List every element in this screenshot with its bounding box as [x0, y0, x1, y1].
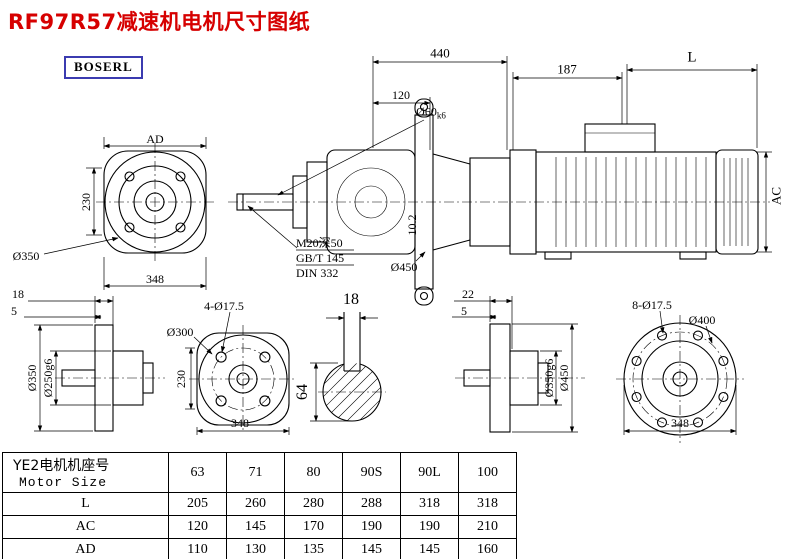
- keyway-lines: [343, 312, 361, 372]
- dim-120-label: 120: [392, 88, 410, 102]
- v3-key-width-label: 18: [343, 291, 359, 308]
- thread-note-2: GB/T 145: [296, 251, 345, 265]
- brand-logo: BOSERL: [64, 56, 143, 79]
- dim-l-label: L: [687, 49, 697, 66]
- col-header: 90L: [400, 452, 459, 493]
- table-cell: 130: [226, 538, 285, 559]
- dim-440-label: 440: [430, 45, 450, 61]
- front-dim-230-label: 230: [79, 193, 93, 211]
- table-cell: 190: [342, 515, 401, 539]
- row-label: AD: [2, 538, 169, 559]
- v1-spigot-dia-label: Ø250g6: [41, 358, 55, 398]
- table-cell: 210: [458, 515, 517, 539]
- shaft-dia-label: Ø60k6: [416, 105, 446, 120]
- v2-holes-label: 4-Ø17.5: [204, 299, 244, 313]
- technical-drawing: [24, 56, 772, 443]
- main-flange-dia-label: Ø450: [390, 260, 418, 274]
- table-header-motor-size: YE2电机机座号 Motor Size: [2, 452, 169, 493]
- thread-note-1: M20深50: [296, 236, 343, 250]
- table-cell: 205: [168, 492, 227, 516]
- dim-187-label: 187: [557, 61, 577, 77]
- v1-flange-dia-label: Ø350: [25, 364, 39, 392]
- front-flange-dia-label: Ø350: [12, 249, 40, 263]
- col-header: 71: [226, 452, 285, 493]
- v4-dim-5-label: 5: [461, 304, 467, 318]
- table-cell: 120: [168, 515, 227, 539]
- v4-spigot-dia-label: Ø350g6: [542, 358, 556, 398]
- v5-bolt-circle-label: Ø400: [688, 313, 716, 327]
- v5-dim-348-label: 348: [671, 416, 689, 430]
- v4-flange-dia-label: Ø450: [557, 364, 571, 392]
- table-cell: 145: [400, 538, 459, 559]
- view-outlines: [61, 98, 759, 436]
- table-cell: 280: [284, 492, 343, 516]
- motor-size-table: YE2电机机座号 Motor Size 63 71 80 90S 90L 100…: [2, 452, 517, 559]
- front-dim-348-label: 348: [146, 272, 164, 286]
- table-cell: 145: [342, 538, 401, 559]
- centerlines: [55, 143, 770, 443]
- col-header: 63: [168, 452, 227, 493]
- row-label: AC: [2, 515, 169, 539]
- table-cell: 318: [458, 492, 517, 516]
- table-cell: 318: [400, 492, 459, 516]
- v1-dim-18-label: 18: [12, 287, 24, 301]
- v4-dim-22-label: 22: [462, 287, 474, 301]
- table-header-cn: YE2电机机座号: [13, 458, 110, 474]
- table-cell: 110: [168, 538, 227, 559]
- col-header: 90S: [342, 452, 401, 493]
- table-cell: 288: [342, 492, 401, 516]
- dimension-lines: [24, 56, 772, 435]
- dim-ac-label: AC: [768, 186, 784, 206]
- table-cell: 160: [458, 538, 517, 559]
- detail-lines: [336, 132, 749, 247]
- v2-dim-348-label: 348: [231, 416, 249, 430]
- v3-shaft-height-label: 64: [294, 384, 311, 400]
- table-header-en: Motor Size: [19, 475, 108, 490]
- plate-thickness-label: 10.2: [405, 214, 419, 236]
- table-cell: 145: [226, 515, 285, 539]
- page-title: RF97R57减速机电机尺寸图纸: [8, 10, 311, 34]
- dim-ad-label: AD: [146, 132, 164, 146]
- v5-holes-label: 8-Ø17.5: [632, 298, 672, 312]
- table-cell: 260: [226, 492, 285, 516]
- col-header: 80: [284, 452, 343, 493]
- section-hatching: [323, 363, 381, 421]
- v2-dim-230-label: 230: [174, 370, 188, 388]
- v1-dim-5-label: 5: [11, 304, 17, 318]
- table-cell: 135: [284, 538, 343, 559]
- table-cell: 190: [400, 515, 459, 539]
- keyway-mask: [344, 356, 360, 370]
- v2-bolt-circle-label: Ø300: [166, 325, 194, 339]
- table-cell: 170: [284, 515, 343, 539]
- col-header: 100: [458, 452, 517, 493]
- shaft-tolerance: k6: [436, 110, 446, 121]
- thread-note-3: DIN 332: [296, 266, 339, 280]
- shaft-dia-value: Ø60: [416, 104, 437, 119]
- row-label: L: [2, 492, 169, 516]
